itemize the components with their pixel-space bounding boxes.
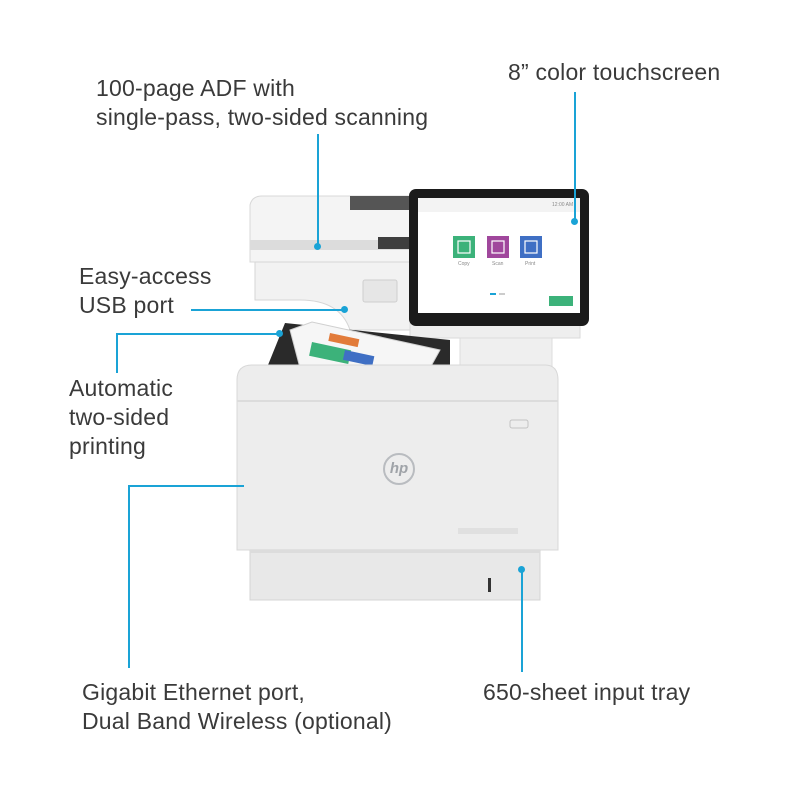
duplex-label-line2: two-sided xyxy=(69,404,170,430)
usb-port-panel xyxy=(362,279,398,303)
network-callout-line-v xyxy=(128,485,130,668)
usb-callout-line xyxy=(191,309,343,311)
usb-label-line2: USB port xyxy=(79,292,174,318)
network-label: Gigabit Ethernet port, Dual Band Wireles… xyxy=(82,678,392,736)
screen-ok-button xyxy=(549,296,573,306)
touchscreen-callout-line xyxy=(574,92,576,220)
body-slot xyxy=(509,419,529,429)
usb-label: Easy-access USB port xyxy=(79,262,212,320)
duplex-label: Automatic two-sided printing xyxy=(69,374,173,461)
usb-label-line1: Easy-access xyxy=(79,263,212,289)
screen-clock: 12:00 AM xyxy=(552,202,574,208)
touchscreen-label-line1: 8” color touchscreen xyxy=(508,59,721,85)
duplex-callout-line-v xyxy=(116,333,118,373)
tray-label-line1: 650-sheet input tray xyxy=(483,679,691,705)
app-tile-print xyxy=(520,236,542,258)
adf-output-gap xyxy=(250,240,410,250)
model-badge xyxy=(458,528,518,534)
duplex-label-line3: printing xyxy=(69,433,147,459)
app-tile-copy xyxy=(453,236,475,258)
network-callout-line-h xyxy=(128,485,244,487)
tray-paper-gauge xyxy=(488,578,491,592)
tray-callout-dot xyxy=(518,566,525,573)
adf-callout-line xyxy=(317,134,319,246)
duplex-callout-line-h xyxy=(116,333,279,335)
screen-app-label-print: Print xyxy=(525,261,536,267)
touchscreen-header xyxy=(418,198,580,212)
adf-dark-ledge xyxy=(378,237,410,249)
adf-slot xyxy=(350,196,410,210)
hp-logo: hp xyxy=(383,453,415,485)
touchscreen-label: 8” color touchscreen xyxy=(508,58,720,87)
input-tray xyxy=(249,549,541,601)
duplex-callout-dot xyxy=(276,330,283,337)
adf-label-line1: 100-page ADF with xyxy=(96,75,296,101)
screen-app-label-scan: Scan xyxy=(492,261,504,267)
tray-callout-line xyxy=(521,569,523,672)
adf-label-line2: single-pass, two-sided scanning xyxy=(96,104,429,130)
tray-label: 650-sheet input tray xyxy=(483,678,690,707)
screen-app-label-copy: Copy xyxy=(458,261,470,267)
duplex-label-line1: Automatic xyxy=(69,375,174,401)
touchscreen-callout-dot xyxy=(571,218,578,225)
adf-callout-dot xyxy=(314,243,321,250)
app-tile-scan xyxy=(487,236,509,258)
adf-label: 100-page ADF with single-pass, two-sided… xyxy=(96,74,428,132)
network-label-line2: Dual Band Wireless (optional) xyxy=(82,708,393,734)
body-front-line xyxy=(237,400,558,402)
network-label-line1: Gigabit Ethernet port, xyxy=(82,679,306,705)
usb-callout-dot xyxy=(341,306,348,313)
